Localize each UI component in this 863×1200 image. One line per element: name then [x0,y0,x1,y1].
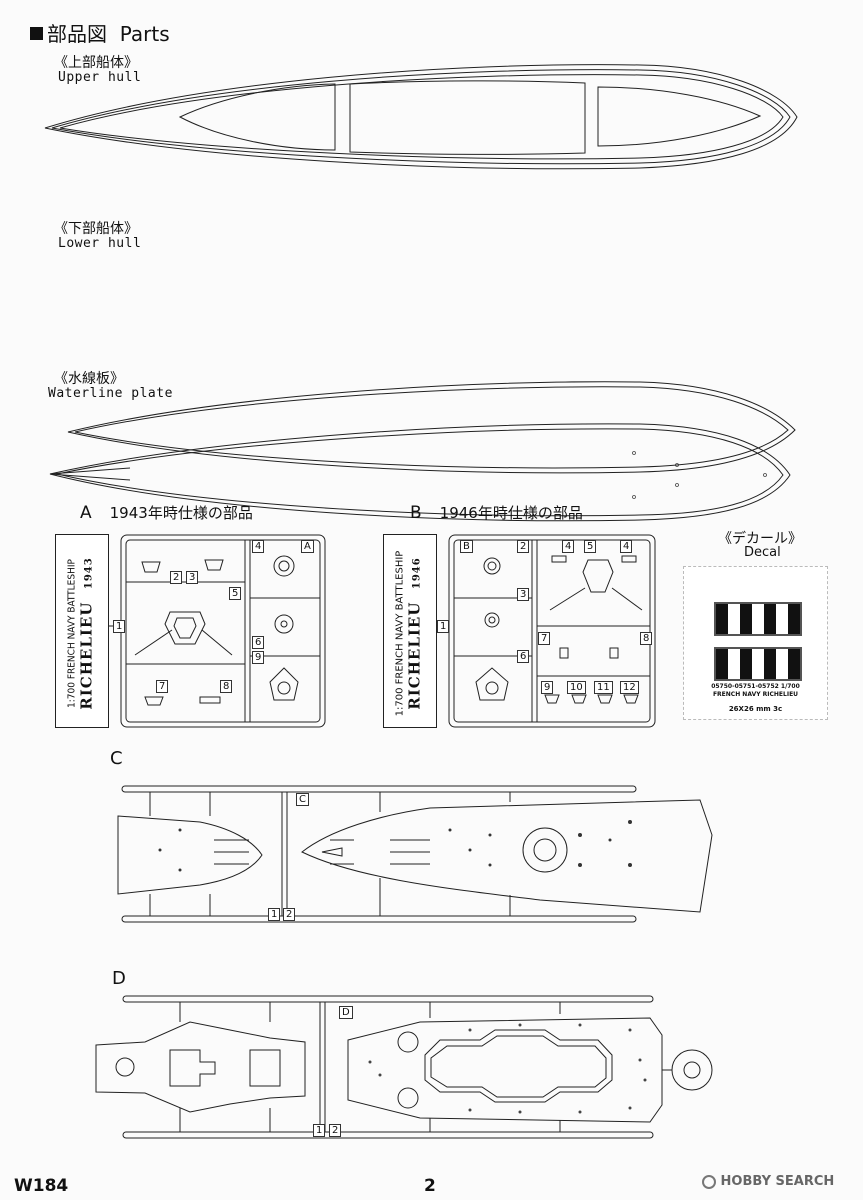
upper-hull-label-en: Upper hull [58,70,142,85]
sprue-b-tag-6: 6 [517,650,530,663]
decal-flag-2 [714,647,802,681]
watermark-logo-icon [702,1174,716,1189]
product-code: W184 [14,1176,69,1196]
waterline-label-jp: 《水線板》 [54,371,124,387]
sprue-d-tag-1: 1 [313,1124,326,1137]
square-bullet-icon [30,27,43,40]
page-title: 部品図 Parts [30,18,170,47]
sprue-a-tag-2: 2 [170,571,183,584]
waterline-label-en: Waterline plate [48,386,173,401]
sprue-a-tag-3: 3 [186,571,199,584]
sprue-d-letter: D [112,968,126,989]
sprue-a-tag-9: 9 [252,651,265,664]
upper-hull-drawing [44,64,798,170]
sprue-b-tag-1: 1 [437,620,450,633]
sprue-b-tag-7: 7 [538,632,551,645]
sprue-c-drawing [117,785,713,923]
sprue-b-tag-2: 2 [517,540,530,553]
sprue-d-tag: D [339,1006,353,1019]
decal-label-en: Decal [744,545,781,560]
sprue-a-tag-7: 7 [156,680,169,693]
sprue-b-tag-12: 12 [620,681,639,694]
lower-hull-label-en: Lower hull [58,236,142,251]
upper-hull-label-jp: 《上部船体》 [54,55,138,71]
sprue-b-frame [436,534,656,728]
sprue-a-tag-6: 6 [252,636,265,649]
sprue-b-tag-11: 11 [594,681,613,694]
decal-label-jp: 《デカール》 [718,531,802,547]
sprue-b-tag-4: 4 [562,540,575,553]
sprue-a-tag-5: 5 [229,587,242,600]
sprue-c-tag: C [296,793,309,806]
lower-hull-label-jp: 《下部船体》 [54,221,138,237]
sprue-c-letter: C [110,748,123,769]
lower-hull-drawing [49,423,791,522]
sprue-b-tag: B [460,540,473,553]
sprue-b-tag-3: 3 [517,588,530,601]
sprue-d-drawing [95,995,713,1139]
decal-sheet: 05750-05751-05752 1/700 FRENCH NAVY RICH… [683,566,828,720]
sprue-a-name-plate: 1:700 FRENCH NAVY BATTLESHIP RICHELIEU 1… [55,534,109,728]
sprue-d-tag-2: 2 [329,1124,342,1137]
decal-text-2: FRENCH NAVY RICHELIEU [712,691,799,698]
sprue-b-tag-10: 10 [567,681,586,694]
sprue-c-tag-2: 2 [283,908,296,921]
sprue-b-name-plate: 1:700 FRENCH NAVY BATTLESHIP RICHELIEU 1… [383,534,437,728]
sprue-b-tag-8: 8 [640,632,653,645]
sprue-c-tag-1: 1 [268,908,281,921]
waterline-plate-drawing [67,381,796,474]
watermark: HOBBY SEARCH [702,1174,834,1189]
sprue-a-tag: A [301,540,314,553]
page-number: 2 [424,1176,436,1196]
sprue-b-tag-4b: 4 [620,540,633,553]
sprue-b-tag-9: 9 [541,681,554,694]
sprue-a-tag-4: 4 [252,540,265,553]
decal-text-1: 05750-05751-05752 1/700 [711,683,800,690]
sprue-a-tag-1: 1 [113,620,126,633]
sprue-b-tag-5: 5 [584,540,597,553]
decal-flag-1 [714,602,802,636]
decal-text-3: 26X26 mm 3c [728,705,783,713]
sprue-a-tag-8: 8 [220,680,233,693]
